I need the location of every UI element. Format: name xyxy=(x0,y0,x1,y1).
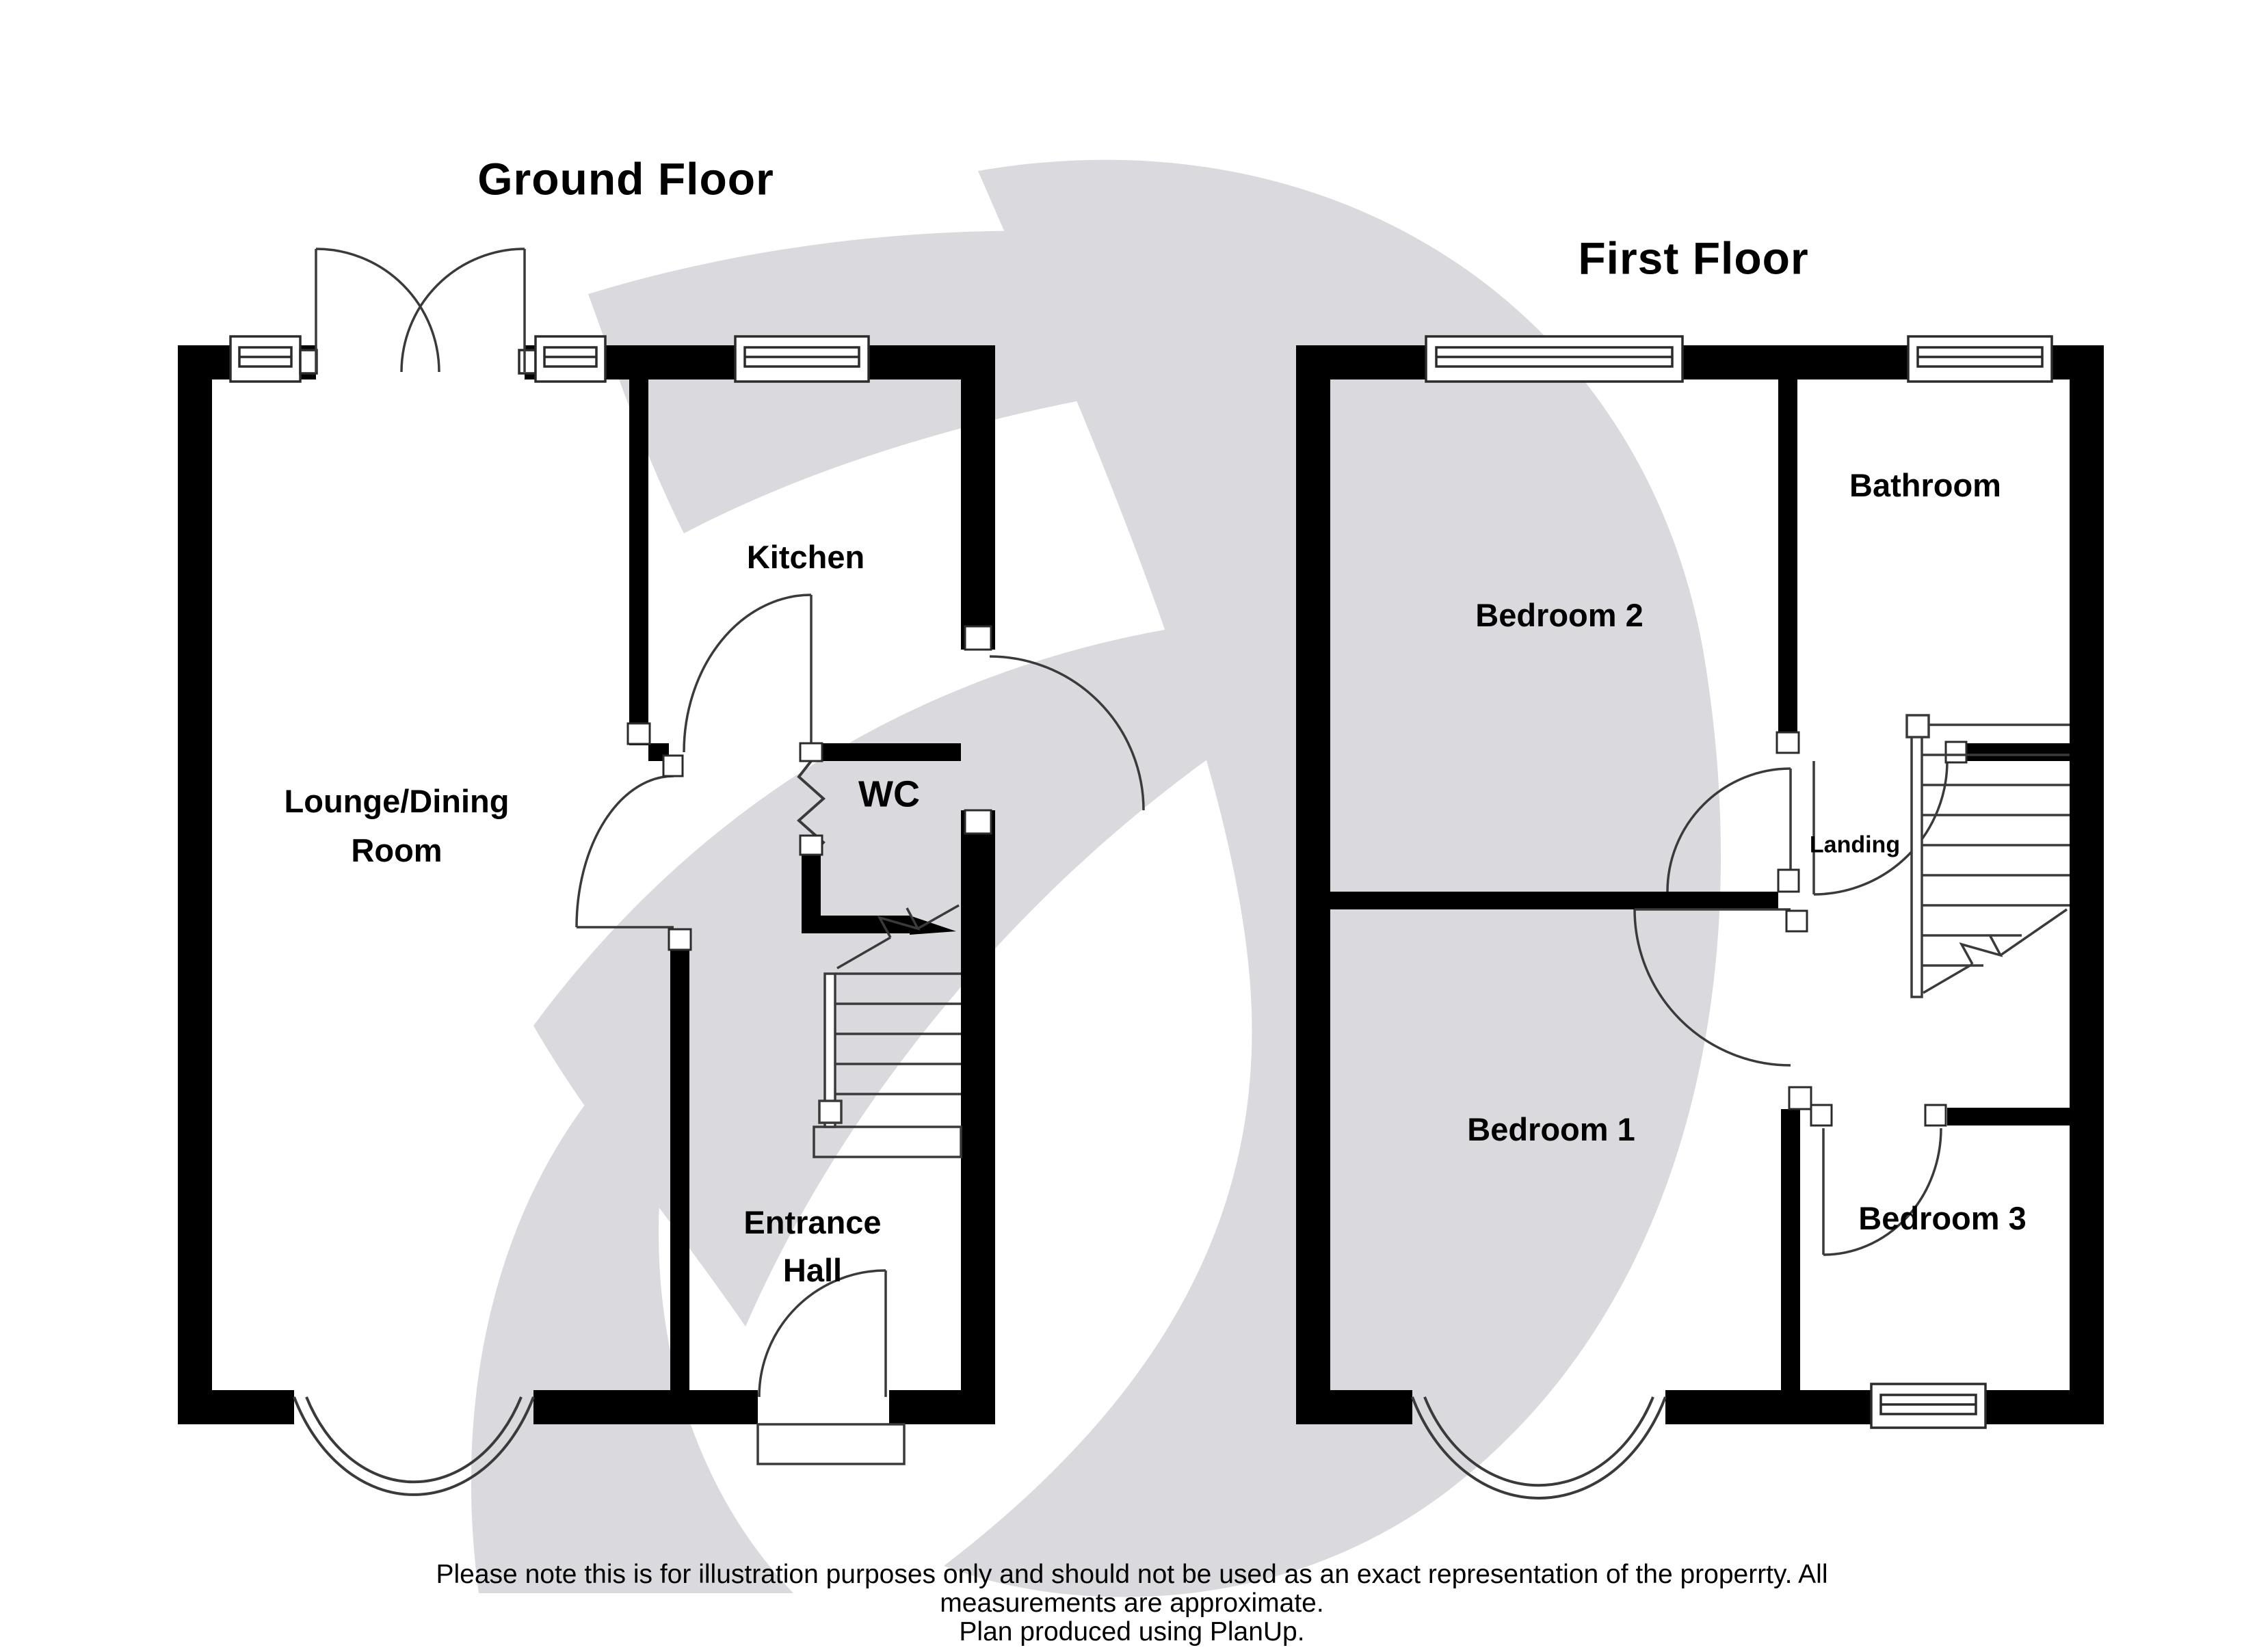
room-label-kitchen: Kitchen xyxy=(746,538,865,575)
door-arc-kitchen-back xyxy=(989,655,1145,811)
door-bedroom3 xyxy=(1822,1128,1942,1256)
window-lounge-right xyxy=(534,335,607,383)
first-floor-title: First Floor xyxy=(1578,232,1809,284)
wall-bed3-top xyxy=(1947,1108,2070,1125)
window-bedroom3 xyxy=(1870,1383,1987,1429)
window-lounge-left xyxy=(229,335,302,383)
ground-floor-windows xyxy=(229,335,870,383)
wall-kitchen-lounge xyxy=(629,379,648,745)
ground-floor-title: Ground Floor xyxy=(477,153,774,204)
room-label-hall-line1: Entrance xyxy=(743,1203,882,1240)
room-label-bathroom: Bathroom xyxy=(1849,466,2001,503)
stairs-up-line xyxy=(1923,908,2068,994)
door-double-lounge xyxy=(315,248,526,373)
front-door-step xyxy=(756,1423,906,1465)
disclaimer-line2: measurements are approximate. xyxy=(940,1588,1324,1618)
room-label-hall-line2: Hall xyxy=(782,1251,843,1288)
wall-bed2-bathroom xyxy=(1778,379,1797,753)
stairs-newel-post xyxy=(818,1100,843,1124)
door-bedroom1 xyxy=(1633,908,1791,1067)
door-jamb xyxy=(299,349,318,375)
disclaimer-line1: Please note this is for illustration pur… xyxy=(436,1559,1828,1589)
stairs-handrail xyxy=(823,972,836,1128)
ground-floor-doors xyxy=(315,248,1145,1398)
wall-hall-lounge xyxy=(670,950,689,1390)
stairs-newel-post xyxy=(1905,714,1930,738)
wall-bed1-bed3 xyxy=(1781,1109,1800,1390)
bay-window-bedroom1 xyxy=(1411,1396,1667,1500)
stairs-direction-arrow xyxy=(910,916,956,935)
room-label-bedroom1: Bedroom 1 xyxy=(1467,1110,1635,1147)
wall-bed2-bed1 xyxy=(1330,892,1778,909)
room-label-bedroom3: Bedroom 3 xyxy=(1858,1199,2027,1236)
door-bathroom xyxy=(1812,760,1949,896)
room-label-wc: WC xyxy=(858,773,920,815)
first-floor-plan xyxy=(1296,335,2104,1500)
window-kitchen xyxy=(734,335,870,383)
room-label-lounge-line2: Room xyxy=(351,831,443,868)
disclaimer-line3: Plan produced using PlanUp. xyxy=(959,1616,1305,1647)
stairs-up-line xyxy=(836,904,960,970)
first-floor-jambs xyxy=(1776,731,1968,1127)
staircase-first xyxy=(1905,714,2070,998)
bay-window-lounge xyxy=(293,1396,535,1496)
room-label-bedroom2: Bedroom 2 xyxy=(1475,596,1644,633)
window-bathroom xyxy=(1907,335,2053,383)
watermark-graphic xyxy=(471,159,1721,1597)
first-floor-windows xyxy=(1425,335,2053,1429)
wall-wc-bottom xyxy=(802,916,910,933)
staircase-ground xyxy=(813,904,962,1158)
door-front xyxy=(758,1269,887,1398)
wall-wc-top xyxy=(821,743,961,761)
ground-floor-plan xyxy=(178,248,1145,1496)
door-lounge xyxy=(575,775,674,929)
room-label-lounge-line1: Lounge/Dining xyxy=(284,782,510,819)
ground-floor-jambs xyxy=(626,625,992,951)
stairs-handrail xyxy=(1910,722,1923,998)
door-kitchen xyxy=(683,594,813,753)
window-bedroom2 xyxy=(1425,335,1684,383)
door-jamb xyxy=(518,349,537,375)
room-label-landing: Landing xyxy=(1809,831,1901,858)
